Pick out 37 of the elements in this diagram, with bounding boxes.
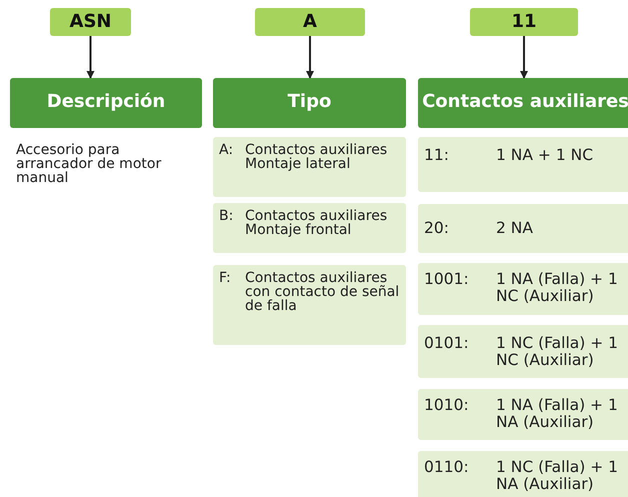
option-text: 1 NC (Falla) + 1 NA (Auxiliar) — [496, 459, 620, 493]
option-box — [418, 204, 628, 253]
option-box — [418, 263, 628, 315]
option-text: Contactos auxiliares Montaje frontal — [245, 209, 388, 237]
option-code: A: — [219, 143, 234, 157]
column-header: Descripción — [10, 78, 202, 128]
option-box — [418, 325, 628, 378]
arrow — [306, 36, 314, 79]
option-text: 1 NC (Falla) + 1 NC (Auxiliar) — [496, 335, 620, 369]
code-tag: ASN — [50, 8, 131, 36]
option-text: 1 NA (Falla) + 1 NA (Auxiliar) — [496, 397, 619, 431]
option-box — [418, 389, 628, 440]
option-text: 2 NA — [496, 220, 534, 237]
option-text: 1 NA (Falla) + 1 NC (Auxiliar) — [496, 271, 619, 305]
description-text: Accesorio para arrancador de motor manual — [16, 143, 162, 185]
code-tag: A — [255, 8, 365, 36]
option-text: Contactos auxiliares Montaje lateral — [245, 143, 388, 171]
option-text: 1 NA + 1 NC — [496, 147, 594, 164]
column-header: Contactos auxiliares — [418, 78, 628, 128]
option-box — [418, 451, 628, 497]
option-box — [213, 265, 406, 345]
option-code: 1001: — [424, 271, 469, 288]
option-code: 1010: — [424, 397, 469, 414]
option-box — [213, 203, 406, 253]
option-box — [418, 137, 628, 192]
option-code: 20: — [424, 220, 449, 237]
option-code: 0101: — [424, 335, 469, 352]
option-text: Contactos auxiliares con contacto de señal de falla — [245, 271, 400, 313]
column-header: Tipo — [213, 78, 406, 128]
arrow — [520, 36, 528, 79]
option-code: 11: — [424, 147, 449, 164]
option-code: B: — [219, 209, 234, 223]
arrow — [86, 36, 94, 79]
option-code: F: — [219, 271, 231, 285]
option-box — [213, 137, 406, 197]
option-code: 0110: — [424, 459, 469, 476]
code-tag: 11 — [470, 8, 578, 36]
